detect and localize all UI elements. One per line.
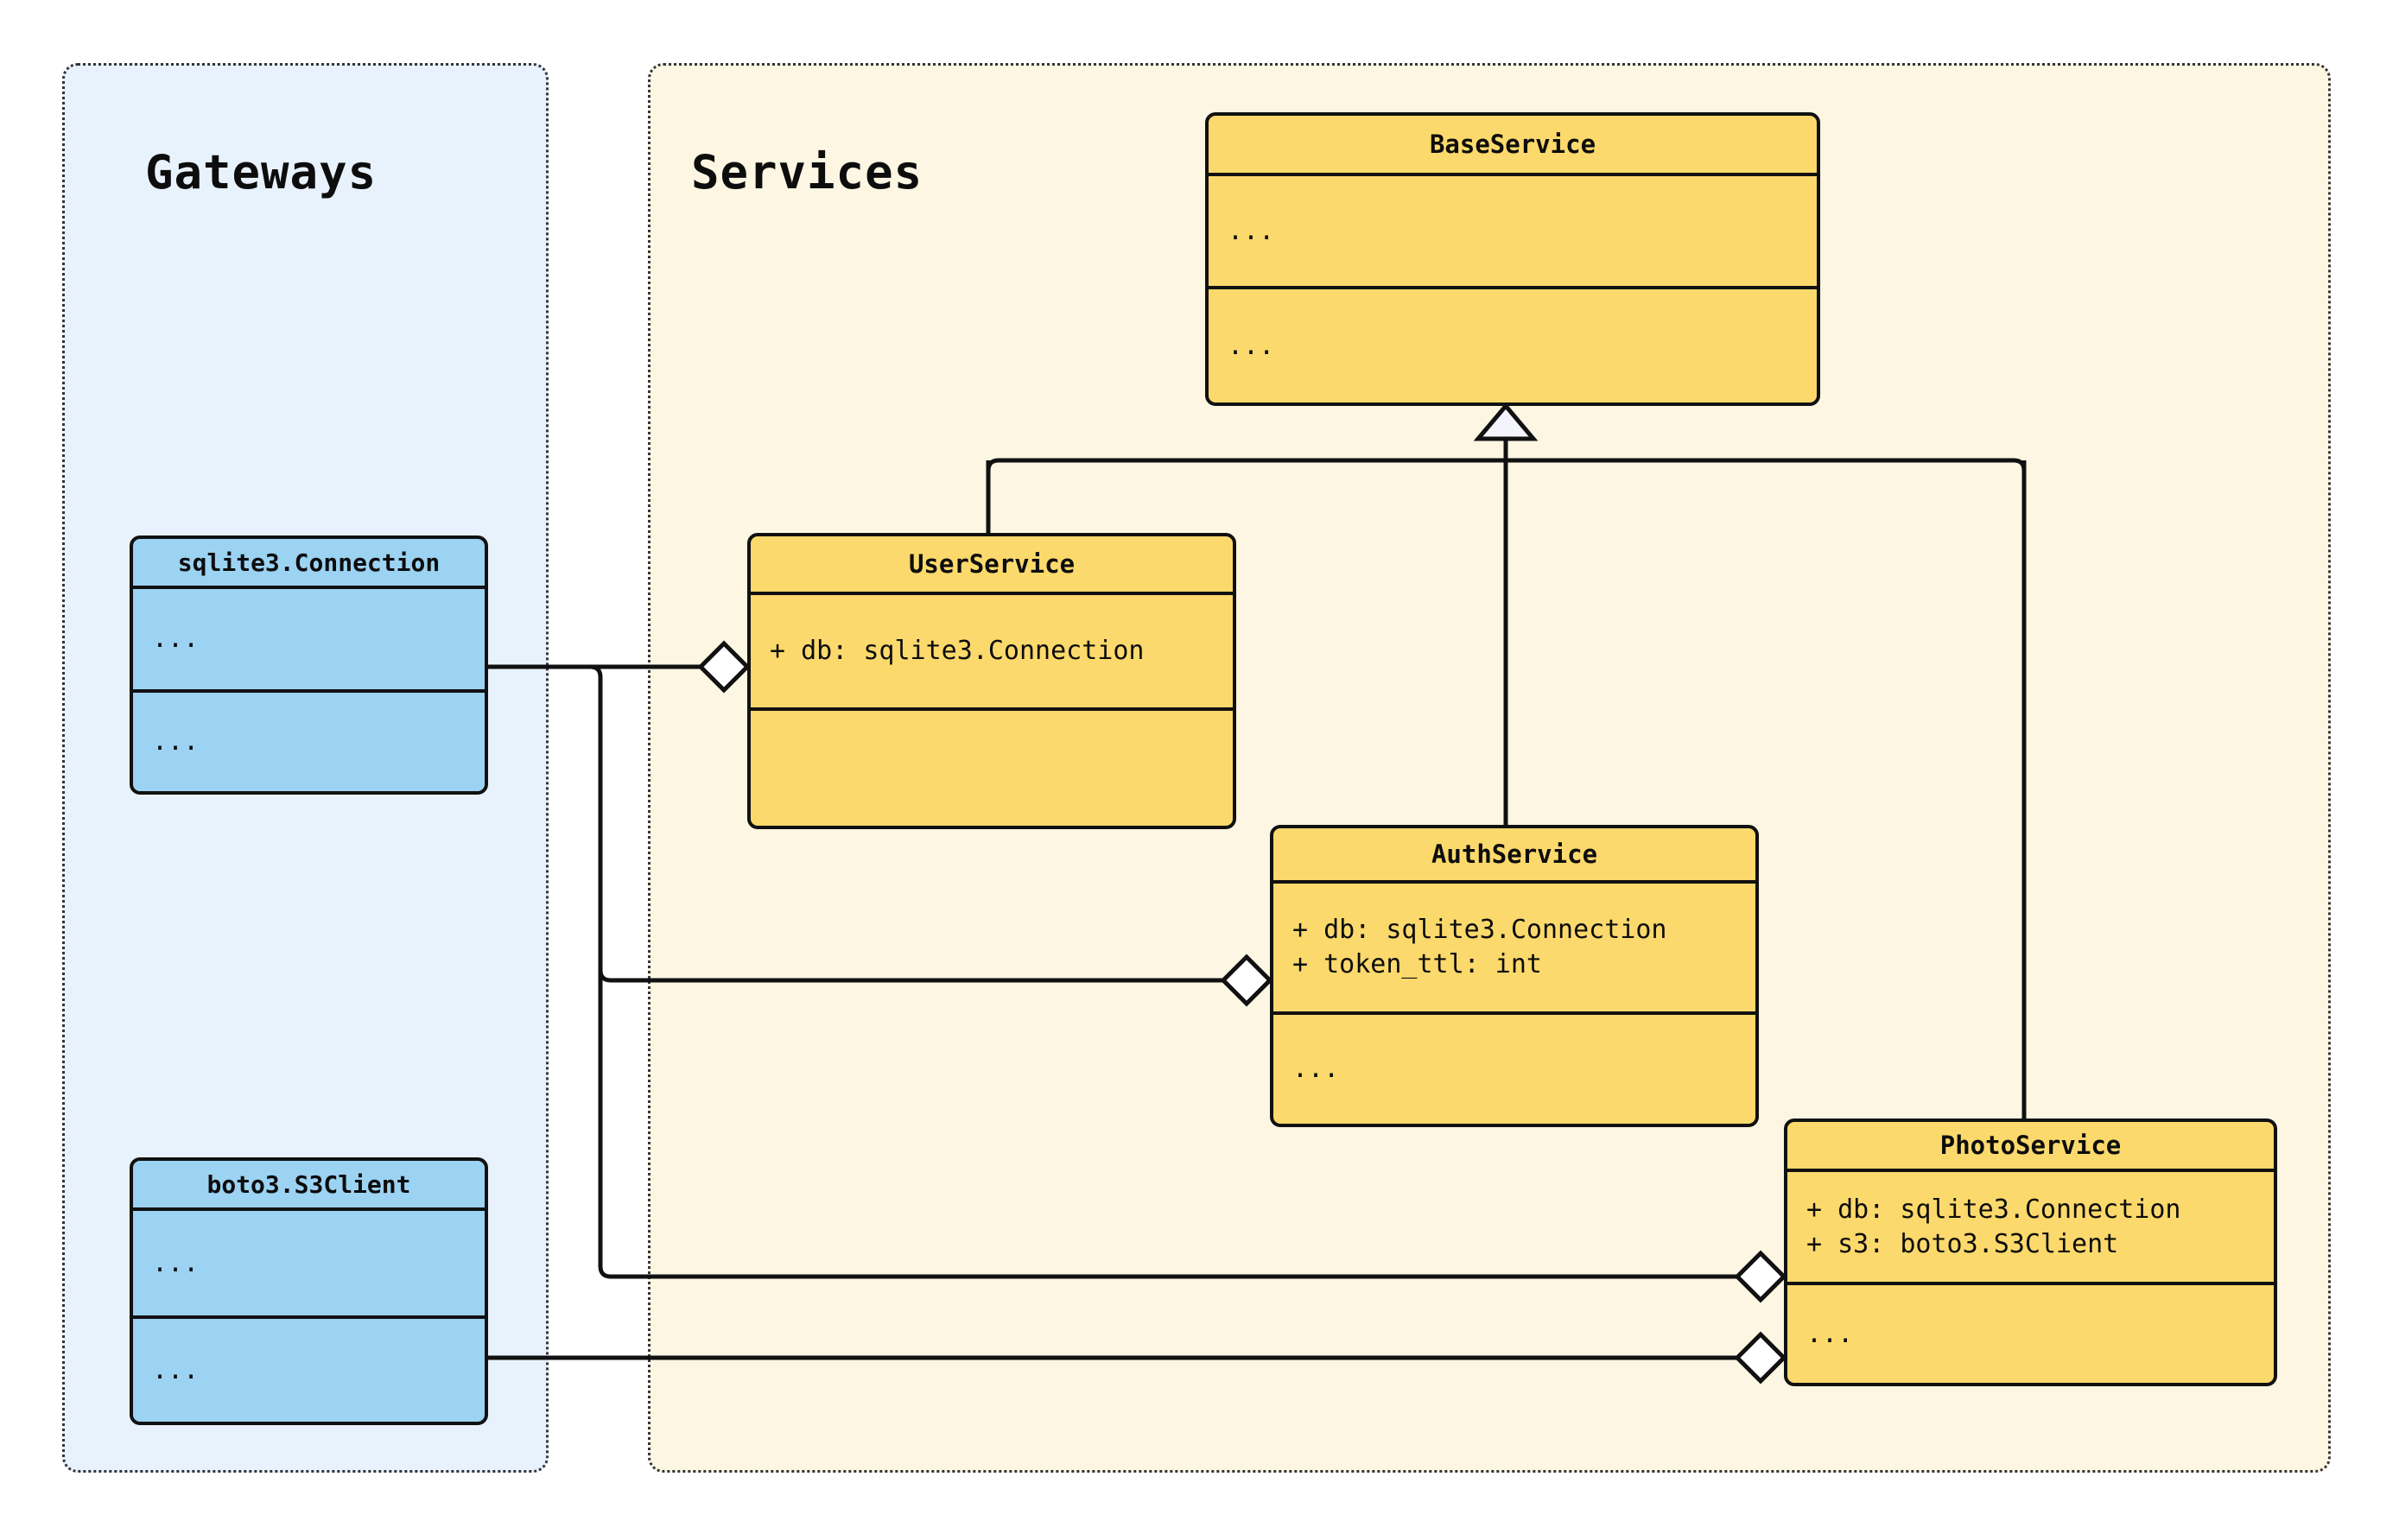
class-box-user-service[interactable]: UserService + db: sqlite3.Connection: [747, 533, 1236, 829]
class-title-auth-service: AuthService: [1273, 828, 1755, 884]
attribute-line: ...: [152, 624, 200, 655]
class-title-sqlite3-connection: sqlite3.Connection: [133, 539, 485, 589]
class-title-user-service: UserService: [751, 536, 1233, 595]
class-attributes-boto3-s3client: ...: [133, 1211, 485, 1319]
class-attributes-sqlite3-connection: ...: [133, 589, 485, 693]
package-gateways-title: Gateways: [145, 145, 378, 200]
class-methods-user-service: [751, 711, 1233, 826]
class-methods-auth-service: ...: [1273, 1015, 1755, 1124]
class-box-boto3-s3client[interactable]: boto3.S3Client ... ...: [130, 1157, 488, 1425]
class-box-sqlite3-connection[interactable]: sqlite3.Connection ... ...: [130, 536, 488, 795]
method-line: ...: [1806, 1318, 1854, 1349]
attribute-line: + db: sqlite3.Connection + token_ttl: in…: [1292, 915, 1667, 979]
method-line: ...: [1292, 1054, 1340, 1085]
package-services-title: Services: [691, 145, 923, 200]
attribute-line: + db: sqlite3.Connection + s3: boto3.S3C…: [1806, 1194, 2181, 1259]
class-attributes-auth-service: + db: sqlite3.Connection + token_ttl: in…: [1273, 884, 1755, 1015]
attribute-line: ...: [152, 1247, 200, 1278]
class-box-photo-service[interactable]: PhotoService + db: sqlite3.Connection + …: [1784, 1119, 2277, 1386]
attribute-line: + db: sqlite3.Connection: [770, 636, 1145, 667]
class-box-base-service[interactable]: BaseService ... ...: [1205, 112, 1820, 406]
class-methods-sqlite3-connection: ...: [133, 693, 485, 791]
class-title-base-service: BaseService: [1209, 116, 1817, 176]
class-attributes-base-service: ...: [1209, 176, 1817, 289]
class-box-auth-service[interactable]: AuthService + db: sqlite3.Connection + t…: [1270, 825, 1759, 1127]
class-attributes-photo-service: + db: sqlite3.Connection + s3: boto3.S3C…: [1787, 1172, 2274, 1285]
method-line: ...: [152, 1354, 200, 1385]
method-line: ...: [1228, 330, 1275, 361]
class-methods-base-service: ...: [1209, 289, 1817, 402]
class-title-photo-service: PhotoService: [1787, 1122, 2274, 1172]
class-title-boto3-s3client: boto3.S3Client: [133, 1161, 485, 1211]
attribute-line: ...: [1228, 215, 1275, 246]
method-line: ...: [152, 726, 200, 757]
class-attributes-user-service: + db: sqlite3.Connection: [751, 595, 1233, 711]
class-methods-photo-service: ...: [1787, 1285, 2274, 1383]
class-methods-boto3-s3client: ...: [133, 1319, 485, 1422]
